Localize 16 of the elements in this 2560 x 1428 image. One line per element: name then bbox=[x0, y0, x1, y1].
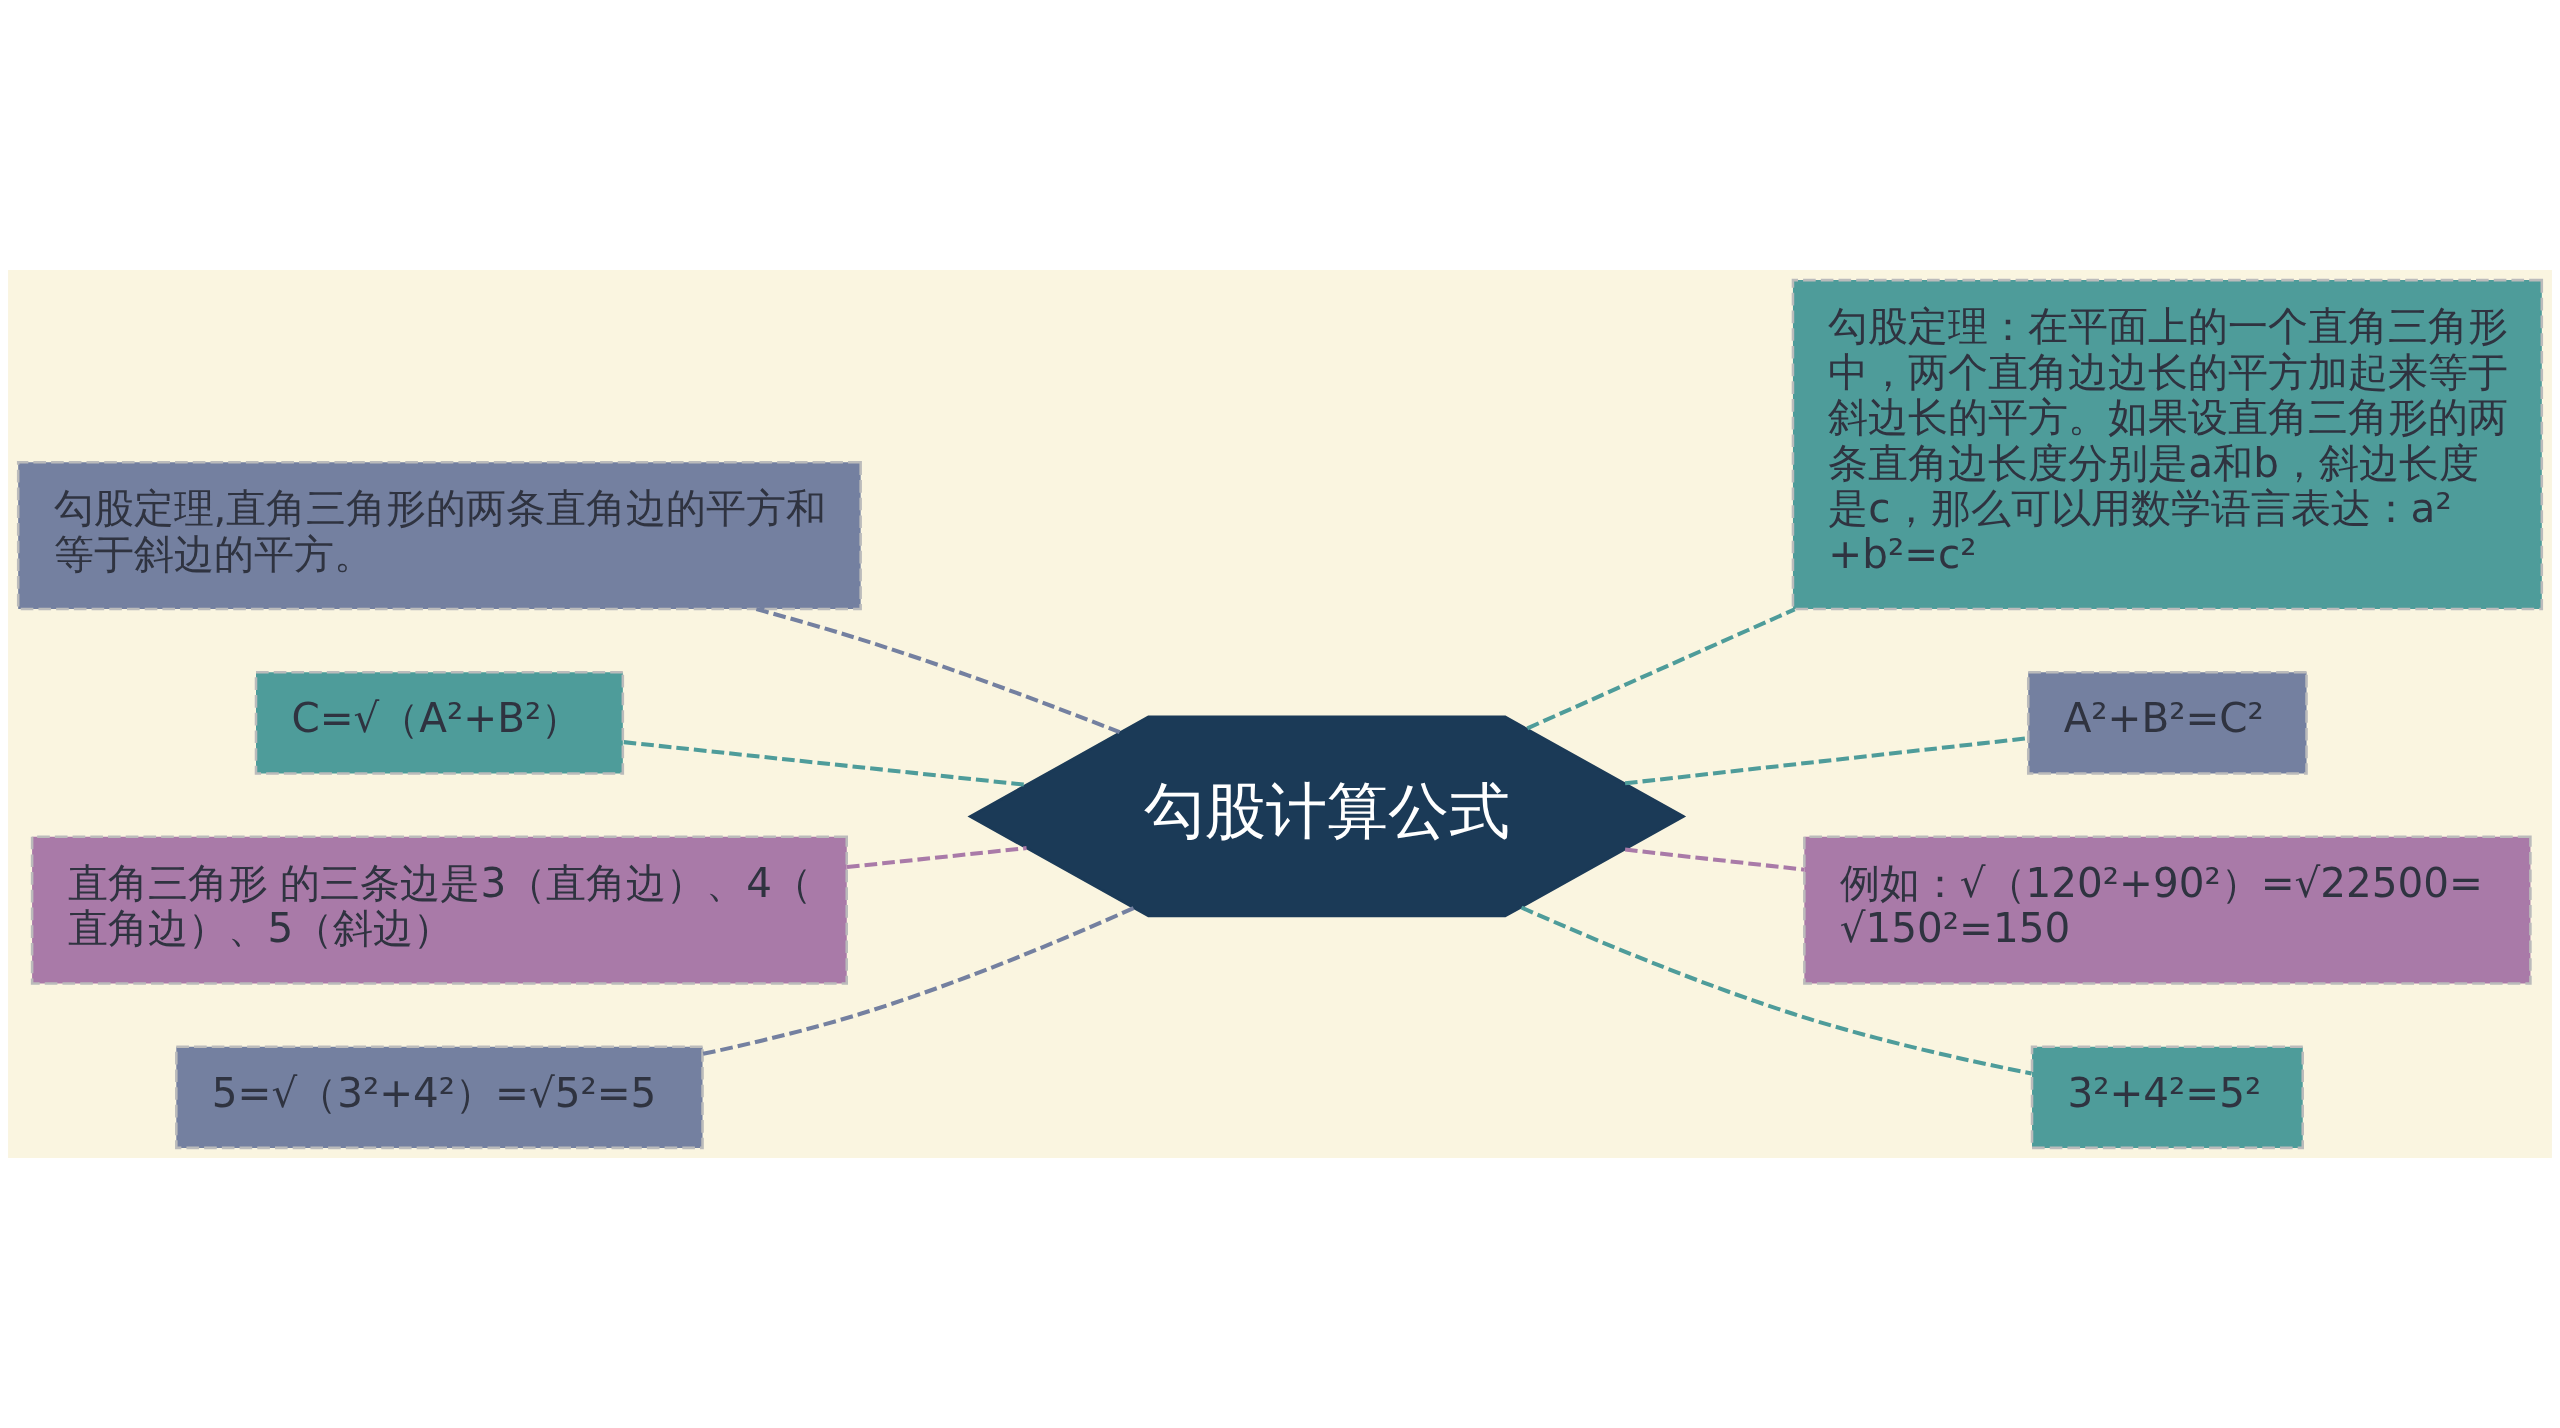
connector bbox=[623, 740, 1027, 787]
node-box: 勾股定理：在平面上的一个直角三角形中，两个直角边边长的平方加起来等于斜边长的平方。如果设直角三角形的两条直角边长度分别是a和b，斜边长度是c，那么可以用数学语言表达：a²+b²=c² bbox=[1791, 278, 2544, 611]
connector bbox=[1624, 847, 1805, 872]
connector bbox=[702, 906, 1135, 1056]
node-box: 例如：√（120²+90²）=√22500=√150²=150 bbox=[1803, 835, 2532, 985]
node-box: 勾股定理,直角三角形的两条直角边的平方和等于斜边的平方。 bbox=[16, 461, 862, 611]
node-box: 5=√（3²+4²）=√5²=5 bbox=[175, 1045, 704, 1150]
connector bbox=[846, 846, 1027, 870]
node-box: 直角三角形 的三条边是3（直角边）、4（直角边）、5（斜边） bbox=[30, 835, 848, 985]
node-box: 3²+4²=5² bbox=[2030, 1045, 2304, 1150]
connector bbox=[755, 607, 1121, 734]
connector bbox=[1526, 607, 1796, 731]
connector bbox=[1624, 736, 2028, 786]
node-box: A²+B²=C² bbox=[2026, 671, 2308, 775]
node-box: C=√（A²+B²） bbox=[254, 671, 625, 775]
connector bbox=[1520, 905, 2032, 1076]
